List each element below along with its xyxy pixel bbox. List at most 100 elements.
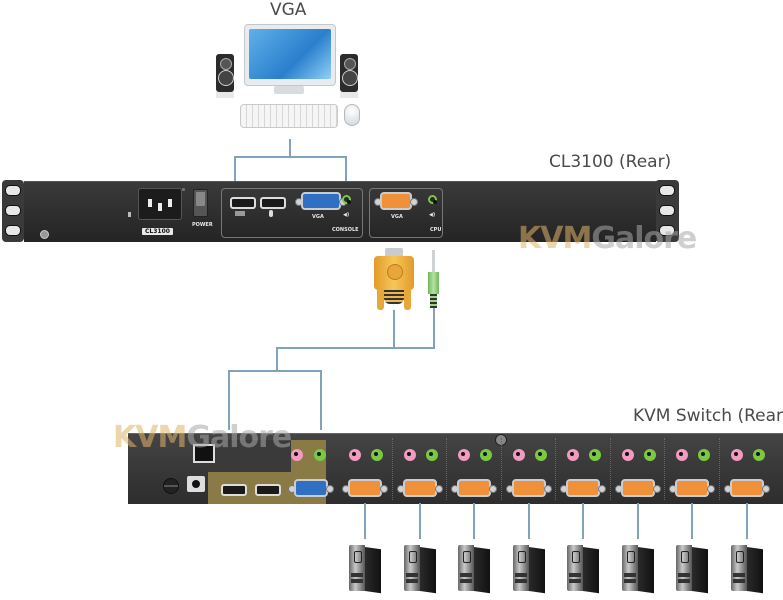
cpu-port-mic-jack: [458, 449, 470, 461]
vga-cable-wire: [393, 310, 395, 348]
cpu-port-speaker-jack: [698, 449, 710, 461]
trunk-wire-horizontal: [276, 347, 394, 349]
trunk-wire: [276, 347, 278, 371]
computer-tower-icon: [621, 545, 654, 594]
console-workstation: [212, 22, 368, 132]
cl3100-chassis: CL3100 POWER VGA ◀) CONSOLE VGA ◀) CPU: [24, 181, 656, 242]
console-speaker-jack: [342, 195, 351, 204]
console-vga-port: [295, 192, 347, 210]
console-wire-trunk: [289, 139, 291, 157]
port-divider: [500, 438, 502, 500]
cpu-port-mic-jack: [676, 449, 688, 461]
computer-tower-icon: [458, 545, 490, 594]
cpu-port-mic-jack: [621, 449, 634, 461]
kvm-console-speaker-jack: [314, 449, 326, 461]
cpu-port-mic-jack: [512, 449, 525, 461]
computer-wire: [364, 503, 366, 539]
ground-icon: [163, 478, 179, 494]
console-vga-label: VGA: [312, 214, 324, 220]
kvm-switch-chassis: [128, 433, 783, 504]
computer-wire: [582, 503, 584, 539]
watermark-bottom: KVMGalore: [113, 420, 292, 455]
cpu-port-vga: [342, 479, 388, 497]
console-wire-split: [234, 156, 346, 158]
cpu-port-mic-jack: [730, 449, 743, 461]
port-divider: [446, 438, 447, 500]
audio-cable-connector-icon: [428, 250, 440, 310]
kvm-switch-title: KVM Switch (Rear): [633, 406, 783, 426]
cpu-port-vga: [451, 479, 497, 497]
dc-power-jack-icon: [187, 476, 205, 492]
console-mouse-usb-port: [260, 197, 286, 209]
console-wire-right: [345, 156, 347, 182]
cpu-port-mic-jack: [403, 449, 416, 461]
computer-tower-icon: [512, 545, 545, 594]
left-speaker-icon: [216, 54, 234, 98]
cpu-vga-port: [374, 192, 418, 210]
cpu-port-speaker-jack: [480, 449, 492, 461]
vga-cable-connector-icon: [374, 248, 414, 312]
kvm-console-mic-jack: [291, 449, 303, 461]
computer-tower-icon: [349, 545, 381, 594]
console-section-label: CONSOLE: [332, 227, 359, 233]
computer-tower-icon: [676, 545, 708, 594]
cpu-port-speaker-jack: [752, 449, 765, 461]
cpu-port-vga: [505, 479, 552, 497]
watermark-top: KVMGalore: [518, 221, 697, 256]
keyboard-icon: [240, 104, 338, 128]
port-divider: [718, 438, 720, 500]
kvm-wire-left: [228, 370, 230, 430]
cl3100-right-rack-ear: [655, 180, 679, 242]
cpu-port-vga: [614, 479, 661, 497]
kvm-console-usb-port-1: [221, 484, 247, 496]
cpu-port-speaker-jack: [371, 449, 383, 461]
cpu-port-speaker-jack: [425, 449, 438, 461]
cpu-vga-label: VGA: [391, 214, 403, 220]
cpu-port-speaker-jack: [534, 449, 547, 461]
port-divider: [609, 438, 611, 500]
ground-screw-icon: [40, 230, 49, 239]
kvm-wire-right: [320, 370, 322, 430]
computer-wire: [527, 503, 530, 539]
monitor-icon: [244, 24, 336, 86]
cpu-port-mic-jack: [349, 449, 361, 461]
audio-cable-wire: [433, 308, 435, 348]
cpu-port-vga: [669, 479, 715, 497]
console-keyboard-usb-port: [230, 197, 256, 209]
power-switch[interactable]: [193, 189, 208, 217]
console-title: VGA: [270, 0, 307, 20]
port-divider: [555, 438, 556, 500]
kvm-console-vga-port: [288, 479, 334, 497]
console-section: VGA ◀) CONSOLE: [221, 188, 363, 238]
power-label: POWER: [192, 222, 213, 228]
computer-wire: [473, 503, 475, 539]
model-badge: CL3100: [142, 228, 173, 235]
computer-tower-icon: [730, 545, 763, 594]
rj45-port-icon: [193, 444, 215, 463]
speaker-icon: ◀): [343, 212, 350, 218]
cpu-port-vga: [723, 479, 770, 497]
right-speaker-icon: [340, 54, 358, 98]
computer-wire: [745, 503, 748, 539]
computer-wire: [636, 503, 639, 539]
power-socket-icon: [138, 188, 182, 220]
port-divider: [391, 438, 393, 500]
cpu-port-vga: [560, 479, 606, 497]
cpu-speaker-jack: [428, 195, 437, 204]
keyboard-icon: [235, 211, 245, 216]
cpu-port-speaker-jack: [643, 449, 656, 461]
cpu-port-speaker-jack: [589, 449, 601, 461]
cpu-section: VGA ◀) CPU: [369, 188, 443, 238]
cpu-section-label: CPU: [430, 227, 442, 233]
mouse-icon: [344, 104, 360, 126]
computer-tower-icon: [567, 545, 599, 594]
cpu-port-mic-jack: [567, 449, 579, 461]
computer-wire: [418, 503, 421, 539]
cable-join-wire: [393, 347, 435, 349]
console-wire-left: [234, 156, 236, 182]
cl3100-left-rack-ear: [2, 180, 24, 242]
cpu-port-vga: [396, 479, 443, 497]
kvm-wire-split: [228, 370, 322, 372]
lock-slot-icon: [128, 212, 131, 217]
speaker-icon: ◀): [429, 212, 436, 218]
